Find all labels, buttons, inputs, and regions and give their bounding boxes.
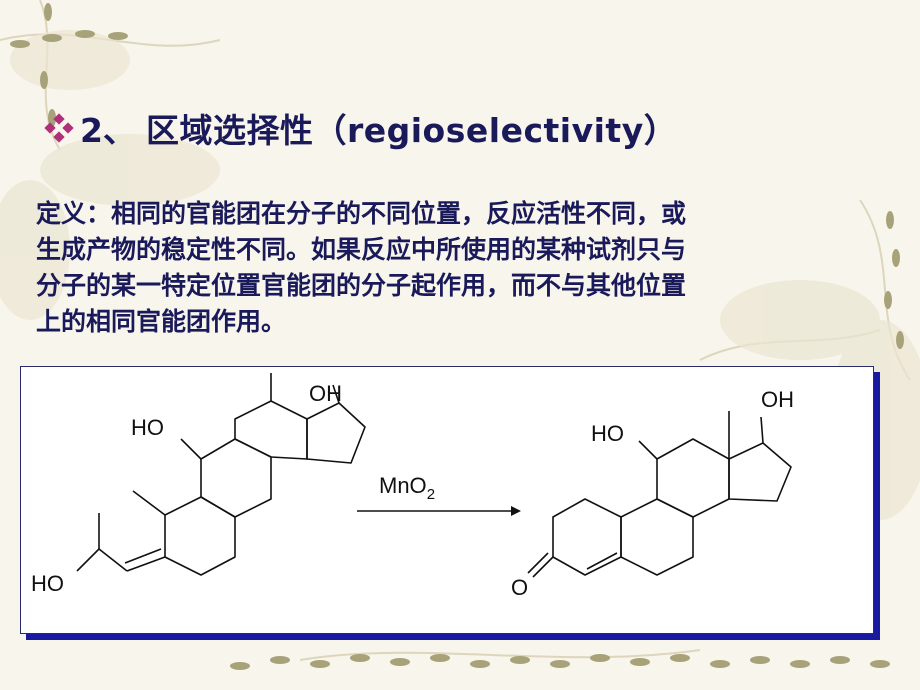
product-ho-ring-label: HO [591, 421, 624, 446]
product-ketone-o-label: O [511, 575, 528, 600]
product-structure [527, 411, 792, 578]
product-oh-top-label: OH [761, 387, 794, 412]
definition-line-2: 生成产物的稳定性不同。如果反应中所使用的某种试剂只与 [36, 235, 687, 264]
reactant-ho-ring-label: HO [131, 415, 164, 440]
reaction-figure-panel: OH HO HO MnO2 [20, 366, 874, 634]
reactant-structure [76, 373, 366, 576]
definition-paragraph: 定义：相同的官能团在分子的不同位置，反应活性不同，或 生成产物的稳定性不同。如果… [36, 196, 856, 340]
definition-line-4: 上的相同官能团作用。 [36, 307, 287, 336]
definition-line-3: 分子的某一特定位置官能团的分子起作用，而不与其他位置 [36, 271, 687, 300]
title-number: 2、 [80, 111, 136, 150]
diamond-bullet-icon [44, 113, 74, 143]
reactant-ho-side-label: HO [31, 571, 64, 596]
slide-title: 2、 区域选择性（regioselectivity） [44, 103, 677, 153]
definition-line-1: 定义：相同的官能团在分子的不同位置，反应活性不同，或 [36, 199, 687, 228]
title-text: 区域选择性（regioselectivity） [145, 111, 678, 150]
reactant-oh-top-label: OH [309, 381, 342, 406]
reaction-scheme: OH HO HO MnO2 [31, 373, 794, 600]
reaction-arrow [357, 506, 521, 516]
reagent-label: MnO2 [379, 473, 435, 503]
